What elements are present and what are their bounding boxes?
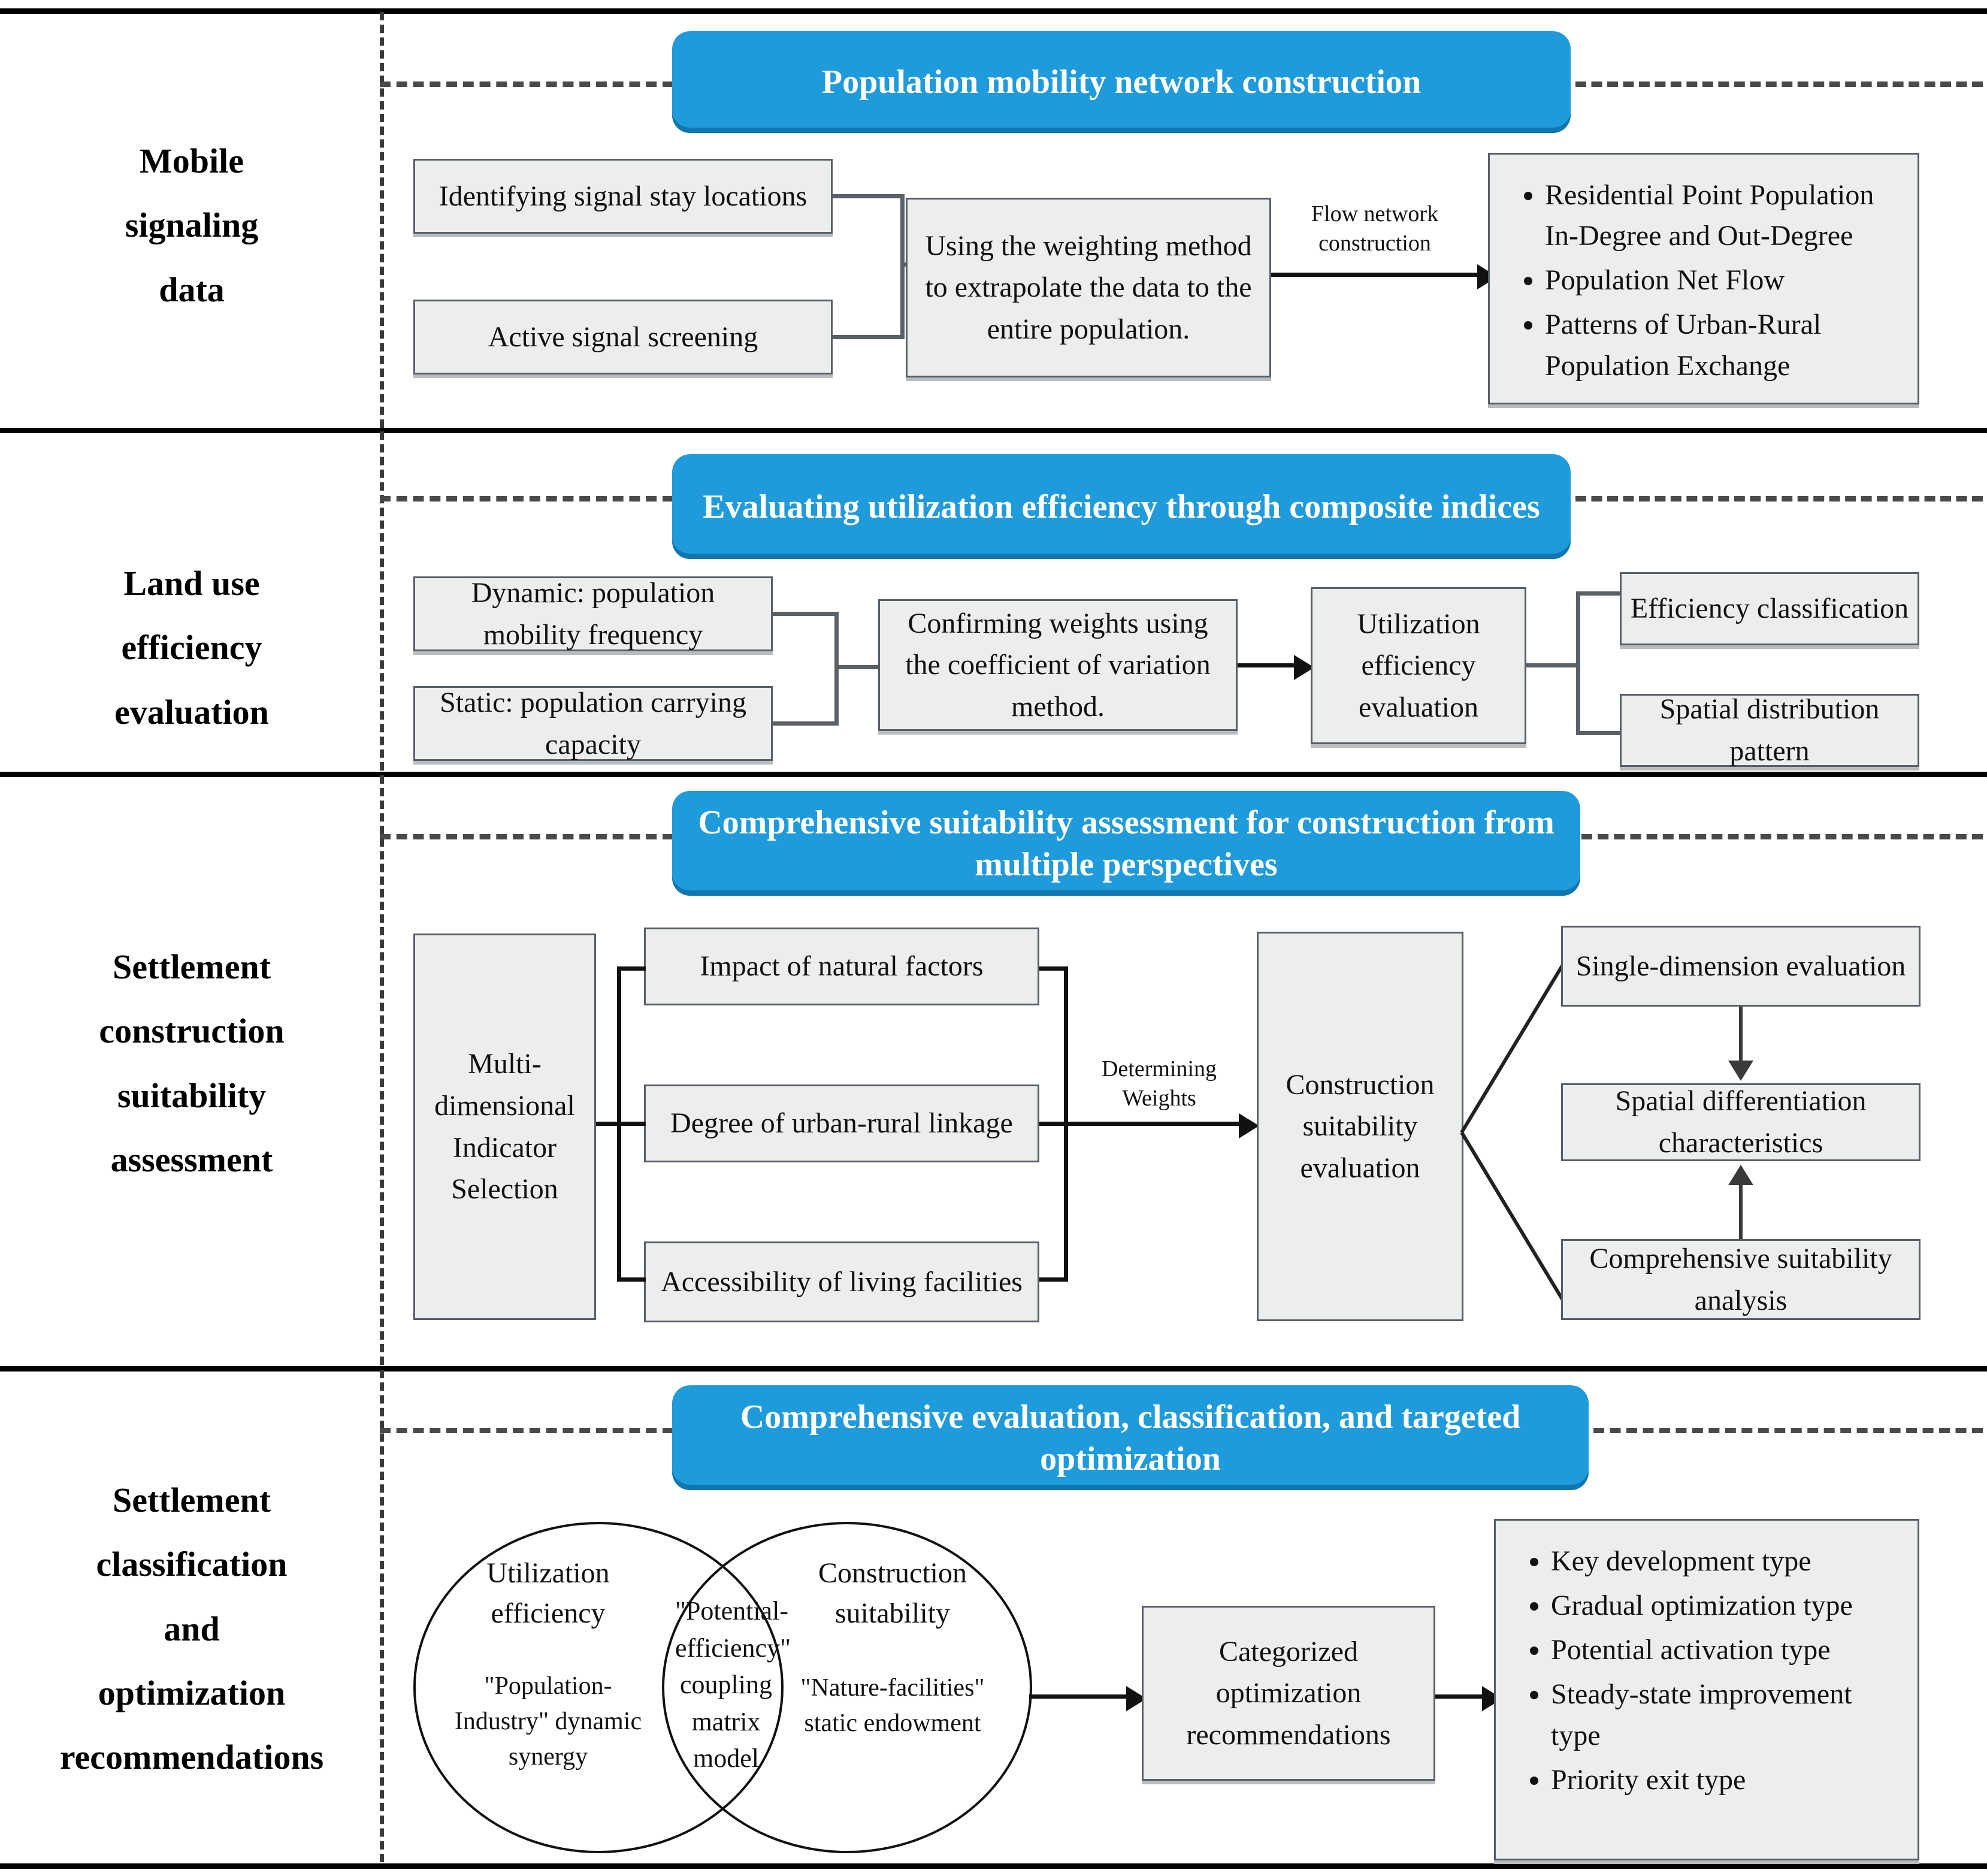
arrow-line-6: [1029, 1694, 1131, 1699]
connector-h-3g: [1039, 1277, 1068, 1282]
row-label-mobile-signaling-data: Mobile signaling data: [125, 141, 259, 309]
arrow-head-5: [1728, 1165, 1753, 1185]
box-weighting-method-extrapolation: Using the weighting method to extrapolat…: [906, 198, 1271, 377]
divider-top: [0, 8, 1987, 14]
connector-v-1: [900, 194, 905, 339]
box-construction-suitability-evaluation: Construction suitability evaluation: [1257, 932, 1463, 1321]
arrow-line-3: [1064, 1122, 1242, 1126]
arrow-line-2: [1238, 663, 1298, 667]
banner-dash-right-3: [1581, 834, 1983, 839]
box-comprehensive-suitability-analysis: Comprehensive suitability analysis: [1561, 1239, 1921, 1320]
divider-row3-row4: [0, 1366, 1987, 1371]
venn-ellipse-right: [662, 1522, 1032, 1853]
edge-label-flow-network-construction: Flow network construction: [1311, 201, 1439, 256]
arrow-line-4: [1739, 1007, 1743, 1062]
banner-comprehensive-suitability-assessment: Comprehensive suitability assessment for…: [672, 791, 1580, 896]
venn-diagram: Utilization efficiency "Population-Indus…: [413, 1522, 1132, 1853]
arrow-line-7: [1435, 1694, 1486, 1699]
connector-h-3c: [617, 1122, 646, 1126]
box-dynamic-population-mobility-frequency: Dynamic: population mobility frequency: [413, 576, 773, 651]
box-categorized-optimization-recommendations: Categorized optimization recommendations: [1142, 1606, 1435, 1781]
connector-h-2e: [1576, 591, 1624, 596]
arrow-head-4: [1728, 1061, 1753, 1081]
connector-h-3e: [1039, 966, 1068, 971]
box-active-signal-screening: Active signal screening: [413, 300, 833, 374]
box-spatial-differentiation-characteristics: Spatial differentiation characteristics: [1561, 1083, 1921, 1161]
venn-left-title: Utilization efficiency: [486, 1557, 610, 1630]
output-list-1: Residential Point Population In-Degree a…: [1510, 175, 1900, 386]
connector-h-2b: [773, 721, 839, 726]
venn-left-subtitle: "Population-Industry" dynamic synergy: [454, 1672, 642, 1771]
list-item: Residential Point Population In-Degree a…: [1545, 175, 1900, 256]
connector-h-2f: [1576, 731, 1624, 735]
box-optimization-types: Key development type Gradual optimizatio…: [1494, 1519, 1919, 1860]
connector-h-2c: [834, 665, 882, 669]
fanout-lines-3: [1460, 957, 1568, 1307]
list-item: Steady-state improvement type: [1551, 1674, 1900, 1756]
box-spatial-distribution-pattern: Spatial distribution pattern: [1620, 693, 1919, 767]
box-network-outputs: Residential Point Population In-Degree a…: [1488, 153, 1919, 404]
arrow-head-3: [1239, 1113, 1259, 1138]
connector-h-2a: [773, 612, 839, 616]
row-label-land-use-efficiency-evaluation: Land use efficiency evaluation: [114, 564, 269, 732]
box-degree-of-urban-rural-linkage: Degree of urban-rural linkage: [644, 1084, 1039, 1162]
vertical-dashed-separator-4: [380, 1370, 384, 1862]
box-impact-of-natural-factors: Impact of natural factors: [644, 928, 1039, 1005]
connector-h-1a: [833, 194, 905, 198]
box-multi-dimensional-indicator-selection: Multi-dimensional Indicator Selection: [413, 934, 596, 1320]
box-accessibility-of-living-facilities: Accessibility of living facilities: [644, 1241, 1039, 1322]
box-static-population-carrying-capacity: Static: population carrying capacity: [413, 686, 773, 761]
venn-right-title: Construction suitability: [818, 1557, 967, 1630]
banner-dash-left-1: [380, 81, 673, 87]
list-item: Key development type: [1551, 1541, 1900, 1582]
banner-dash-right-4: [1593, 1428, 1983, 1433]
arrow-line-1: [1271, 273, 1481, 277]
divider-bottom: [0, 1863, 1987, 1869]
venn-right-subtitle: "Nature-facilities" static endowment: [800, 1674, 985, 1737]
edge-label-determining-weights: Determining Weights: [1101, 1056, 1217, 1111]
vertical-dashed-separator-1: [380, 12, 384, 428]
vertical-dashed-separator-3: [380, 775, 384, 1365]
banner-evaluating-utilization-efficiency: Evaluating utilization efficiency throug…: [672, 454, 1571, 559]
banner-dash-left-2: [380, 496, 673, 502]
banner-dash-left-3: [380, 834, 673, 839]
row-label-settlement-classification-and-optimization: Settlement classification and optimizati…: [59, 1481, 324, 1777]
list-item: Population Net Flow: [1545, 260, 1900, 301]
box-identifying-signal-stay-locations: Identifying signal stay locations: [413, 159, 833, 234]
output-list-4: Key development type Gradual optimizatio…: [1516, 1541, 1900, 1801]
venn-center-title: "Potential-efficiency" coupling matrix m…: [675, 1596, 791, 1774]
connector-h-3b: [617, 966, 646, 971]
box-single-dimension-evaluation: Single-dimension evaluation: [1561, 926, 1921, 1007]
box-confirming-weights-coefficient-variation: Confirming weights using the coefficient…: [878, 599, 1238, 731]
banner-dash-right-1: [1575, 81, 1983, 87]
list-item: Priority exit type: [1551, 1760, 1900, 1801]
connector-h-1b: [833, 335, 905, 339]
row-label-settlement-construction-suitability-assessment: Settlement construction suitability asse…: [99, 947, 285, 1179]
banner-comprehensive-evaluation-classification: Comprehensive evaluation, classification…: [672, 1385, 1589, 1490]
banner-dash-right-2: [1575, 496, 1983, 502]
list-item: Potential activation type: [1551, 1630, 1900, 1670]
box-efficiency-classification: Efficiency classification: [1620, 572, 1919, 645]
divider-row1-row2: [0, 428, 1987, 433]
divider-row2-row3: [0, 772, 1987, 777]
box-utilization-efficiency-evaluation: Utilization efficiency evaluation: [1311, 587, 1526, 744]
connector-h-2d: [1526, 663, 1580, 667]
list-item: Gradual optimization type: [1551, 1585, 1900, 1626]
banner-dash-left-4: [380, 1428, 673, 1433]
connector-h-3f: [1039, 1122, 1068, 1126]
banner-population-mobility-network-construction: Population mobility network construction: [672, 31, 1571, 133]
connector-v-3: [1576, 591, 1580, 735]
arrow-line-5: [1739, 1184, 1743, 1239]
list-item: Patterns of Urban-Rural Population Excha…: [1545, 304, 1900, 386]
connector-h-3d: [617, 1277, 646, 1282]
vertical-dashed-separator-2: [380, 431, 384, 771]
